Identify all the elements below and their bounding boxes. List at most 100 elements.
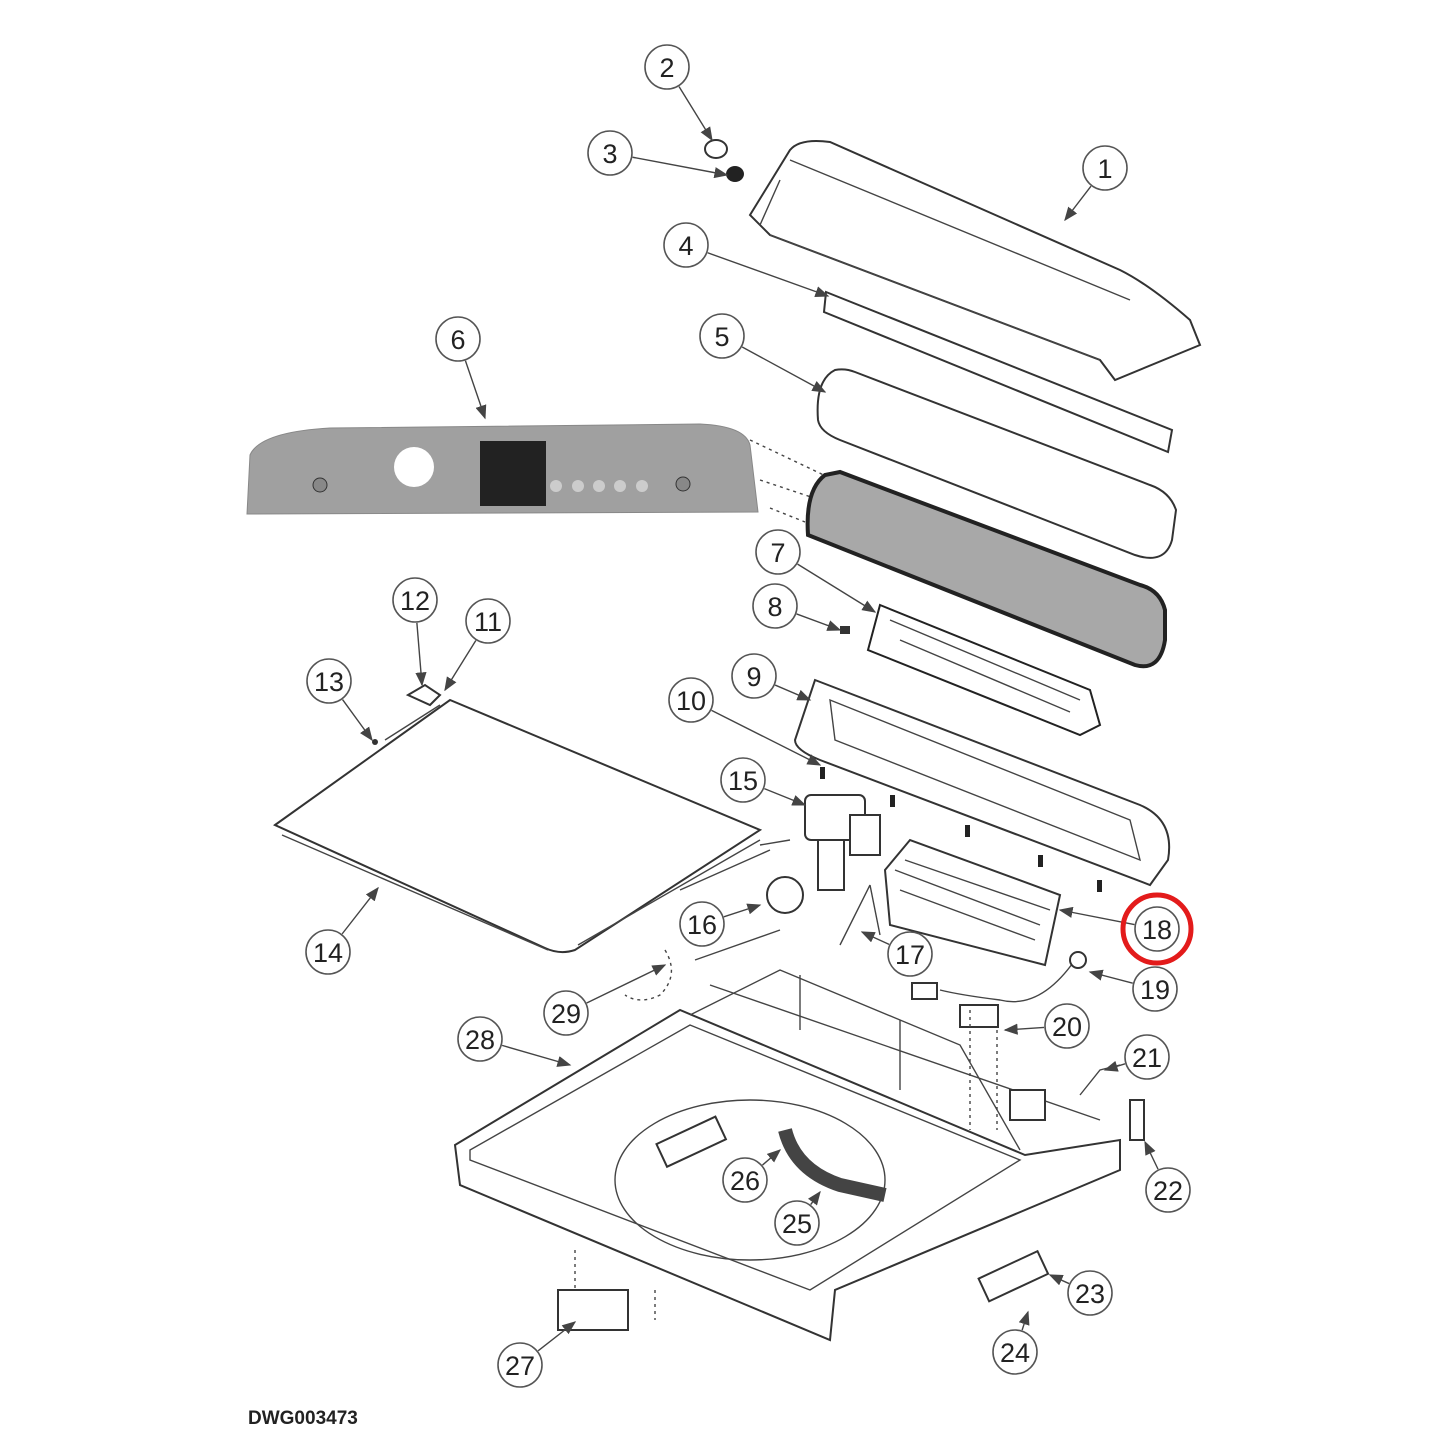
callout-4: 4	[663, 222, 709, 268]
callout-number: 7	[770, 538, 785, 568]
callout-15: 15	[720, 757, 766, 803]
leader-line-3	[632, 156, 729, 179]
callout-27: 27	[497, 1342, 543, 1388]
callout-number: 1	[1097, 154, 1112, 184]
callout-10: 10	[668, 677, 714, 723]
leader-line-19	[1088, 969, 1133, 984]
callout-number: 17	[895, 940, 925, 970]
callout-8: 8	[752, 583, 798, 629]
leader-line-25	[807, 1190, 821, 1206]
leader-line-5	[741, 346, 827, 393]
callout-6: 6	[435, 316, 481, 362]
leader-line-15	[764, 787, 807, 806]
callouts-layer: 1234567891011121314151617181920212223242…	[305, 44, 1194, 1388]
callout-number: 9	[746, 662, 761, 692]
callout-number: 13	[314, 667, 344, 697]
callout-1: 1	[1082, 145, 1128, 191]
callout-number: 20	[1052, 1012, 1082, 1042]
leader-line-14	[341, 886, 379, 935]
part-control-panel	[246, 423, 759, 515]
leader-line-4	[707, 252, 830, 298]
part-clip	[840, 626, 850, 634]
part-dispenser	[557, 1289, 629, 1331]
leader-line-1	[1064, 185, 1092, 222]
leader-line-28	[501, 1044, 572, 1067]
callout-number: 19	[1140, 975, 1170, 1005]
part-window-frame	[816, 368, 1178, 559]
leader-line-10	[711, 709, 822, 766]
callout-number: 23	[1075, 1279, 1105, 1309]
part-knob-ring	[726, 166, 744, 182]
highlight-ring	[1120, 892, 1194, 966]
leader-line-23	[1048, 1274, 1070, 1286]
leader-line-20	[1003, 1023, 1045, 1035]
callout-23: 23	[1067, 1270, 1113, 1316]
leader-line-7	[797, 563, 877, 613]
callout-24: 24	[992, 1329, 1038, 1375]
callout-number: 3	[602, 139, 617, 169]
leader-line-27	[537, 1321, 577, 1352]
callout-29: 29	[543, 990, 589, 1036]
callout-25: 25	[774, 1200, 820, 1246]
part-user-interface-board	[866, 603, 1102, 737]
callout-number: 28	[465, 1025, 495, 1055]
callout-19: 19	[1132, 966, 1178, 1012]
part-hose	[778, 1128, 887, 1202]
callout-18: 18	[1134, 906, 1180, 952]
callout-17: 17	[887, 931, 933, 977]
leader-line-26	[762, 1149, 782, 1166]
callout-number: 2	[659, 53, 674, 83]
part-pressure-sensor	[766, 876, 804, 914]
leader-line-21	[1103, 1060, 1126, 1072]
callout-number: 12	[400, 586, 430, 616]
callout-28: 28	[457, 1016, 503, 1062]
leader-line-13	[341, 699, 373, 742]
part-knob-cap	[704, 139, 728, 159]
drawing-number: DWG003473	[248, 1408, 358, 1429]
leader-line-17	[860, 931, 890, 946]
leader-line-22	[1144, 1140, 1159, 1170]
leader-line-24	[1018, 1310, 1030, 1331]
callout-number: 16	[687, 910, 717, 940]
callout-3: 3	[587, 130, 633, 176]
part-water-valve	[804, 794, 881, 891]
callout-number: 26	[730, 1166, 760, 1196]
callout-5: 5	[699, 313, 745, 359]
leader-line-6	[464, 360, 487, 420]
callout-2: 2	[644, 44, 690, 90]
callout-number: 15	[728, 766, 758, 796]
callout-number: 6	[450, 325, 465, 355]
callout-number: 4	[678, 231, 693, 261]
leader-line-16	[723, 903, 762, 918]
callout-number: 27	[505, 1351, 535, 1381]
callout-21: 21	[1124, 1034, 1170, 1080]
callout-number: 25	[782, 1209, 812, 1239]
part-glass-panel	[805, 469, 1167, 669]
part-console-frame	[793, 678, 1171, 887]
callout-22: 22	[1145, 1167, 1191, 1213]
callout-number: 8	[767, 592, 782, 622]
callout-number: 24	[1000, 1338, 1030, 1368]
leader-line-12	[415, 622, 427, 687]
leader-line-11	[444, 640, 477, 692]
leader-line-29	[586, 964, 667, 1004]
callout-number: 5	[714, 322, 729, 352]
callout-number: 29	[551, 999, 581, 1029]
part-motor-controller	[839, 838, 1062, 967]
part-connector	[959, 1004, 999, 1028]
callout-number: 21	[1132, 1043, 1162, 1073]
callout-16: 16	[679, 901, 725, 947]
callout-14: 14	[305, 929, 351, 975]
leader-line-8	[796, 613, 842, 631]
callout-20: 20	[1044, 1003, 1090, 1049]
callout-number: 14	[313, 938, 343, 968]
callout-number: 18	[1142, 915, 1172, 945]
leader-line-2	[678, 86, 713, 142]
callout-9: 9	[731, 653, 777, 699]
callout-number: 11	[474, 607, 502, 637]
callout-12: 12	[392, 577, 438, 623]
callout-number: 22	[1153, 1176, 1183, 1206]
part-top-deck	[453, 929, 1121, 1342]
